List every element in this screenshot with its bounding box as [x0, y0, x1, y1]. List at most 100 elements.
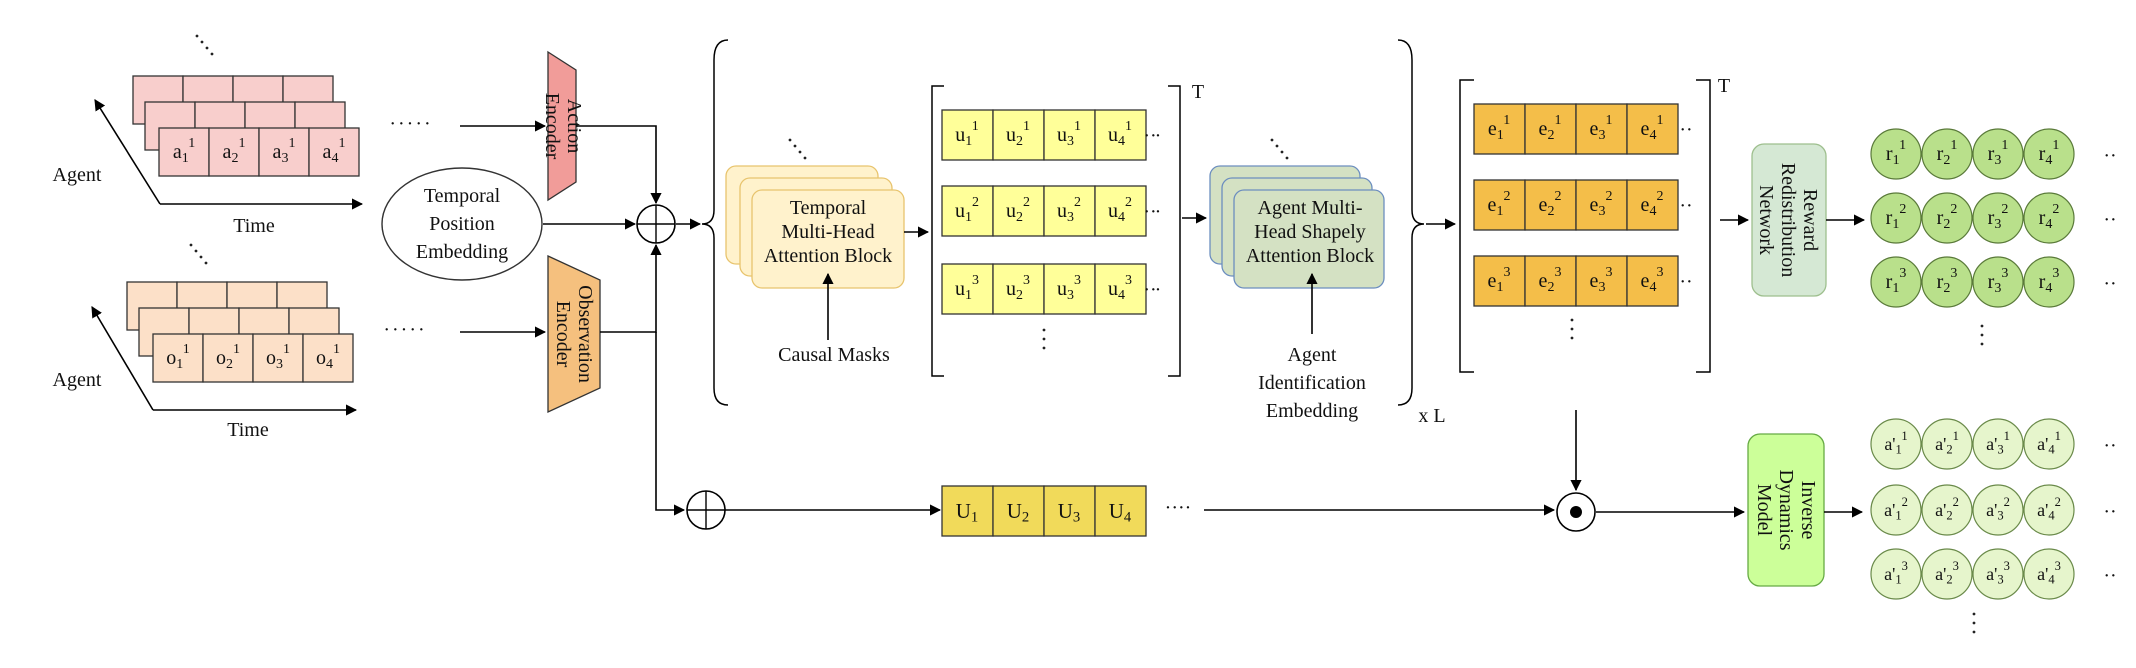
r-circle-r1-c2: [1921, 128, 1973, 180]
repeat-L-label: x L: [1418, 405, 1445, 427]
r-circle-r1-c1: [1870, 128, 1922, 180]
obs-stack-layer2-cell-3: [252, 333, 304, 383]
temporal-block-dots-0: [788, 138, 792, 142]
a-circle-r2-c3: [1972, 484, 2024, 536]
u-label-r3-c4: u43: [1108, 273, 1132, 303]
r-vdots-1: [1980, 333, 1984, 337]
a-label-r1-c2: a'21: [1935, 429, 1959, 457]
agent-id-text-line-3: Embedding: [1266, 400, 1358, 422]
temporal-block-dots-2: [798, 150, 802, 154]
a-label-r3-c2: a'23: [1935, 559, 1959, 587]
u-vdots-2: [1042, 346, 1046, 350]
temporal-position-text-line-2: Position: [429, 213, 495, 235]
obs-to-oplus: [600, 243, 662, 333]
a-label-r2-c3: a'32: [1986, 495, 2010, 523]
temporal-position-embedding: [381, 167, 543, 281]
U-cell-4: [1094, 485, 1147, 537]
a-vdots-1: [1972, 621, 1976, 625]
u-cell-r2-c3: [1043, 185, 1096, 237]
agent-block-text-line-1: Agent Multi-: [1258, 197, 1363, 219]
u-label-r2-c3: u32: [1057, 195, 1081, 225]
obs-stack-dots-1: [194, 249, 198, 253]
r-vdots-0: [1980, 324, 1984, 328]
r-label-r2-c4: r42: [2039, 202, 2060, 232]
agent-id-text-line-1: Agent: [1288, 344, 1337, 366]
r-label-r2-c1: r12: [1886, 202, 1907, 232]
r-row-dots-3: ··: [2103, 273, 2116, 295]
r-circle-r3-c2: [1921, 256, 1973, 308]
u-vdots-0: [1042, 328, 1046, 332]
e-cell-r2-c3: [1575, 179, 1628, 231]
agent-block-dots-1: [1275, 144, 1279, 148]
inverse-model-text-1: Inverse: [1797, 481, 1819, 540]
U-cell-3: [1043, 485, 1096, 537]
temporal-position-text-line-1: Temporal: [424, 185, 501, 207]
u-row-dots-3: ··: [1143, 279, 1156, 301]
obs-stack-dots-3: [204, 261, 208, 265]
u-row-dots-1: ··: [1143, 125, 1156, 147]
e-bracket-right: [1696, 79, 1711, 373]
a-circle-r2-c4: [2023, 484, 2075, 536]
a-label-r1-c4: a'41: [2037, 429, 2061, 457]
agent-block-dots-2: [1280, 150, 1284, 154]
u-label-r1-c2: u21: [1006, 119, 1030, 149]
oplus-main-cross: [637, 205, 675, 243]
action-stack-front-label-4: a41: [323, 136, 346, 166]
u-label-r2-c4: u42: [1108, 195, 1132, 225]
right-brace: [1397, 39, 1425, 406]
e-row-dots-1: ··: [1679, 119, 1692, 141]
observation-encoder: [547, 254, 601, 414]
u-row-dots-2: ··: [1143, 201, 1156, 223]
U-label-3: U3: [1058, 499, 1081, 525]
agent-axis-top: [94, 99, 161, 205]
r-label-r2-c2: r22: [1937, 202, 1958, 232]
r-circle-r3-c3: [1972, 256, 2024, 308]
r-vdots-2: [1980, 342, 1984, 346]
a-circle-r2-c1: [1870, 484, 1922, 536]
r-row-dots-1: ··: [2103, 145, 2116, 167]
causal-masks-label: Causal Masks: [778, 344, 890, 366]
r-circle-r2-c1: [1870, 192, 1922, 244]
agent-block-layer-3: [1233, 189, 1385, 289]
u-label-r1-c1: u11: [955, 119, 978, 149]
oplus-bottom-cross: [687, 491, 725, 529]
agent-block-dots-0: [1270, 138, 1274, 142]
agent-block-text-line-3: Attention Block: [1246, 245, 1374, 267]
r-label-r3-c1: r13: [1886, 266, 1907, 296]
action-stack-layer2-cell-2: [208, 127, 260, 177]
u-cell-r1-c2: [992, 109, 1045, 161]
inverse-model-text-2: Dynamics: [1775, 469, 1797, 550]
obs-stack-front-label-1: o11: [166, 342, 189, 372]
u-label-r1-c4: u41: [1108, 119, 1132, 149]
u-cell-r3-c3: [1043, 263, 1096, 315]
action-to-oplus: [576, 125, 662, 205]
u-row-dot-3: ·: [1155, 279, 1162, 301]
a-circle-r1-c4: [2023, 418, 2075, 470]
r-circle-r2-c2: [1921, 192, 1973, 244]
action-stack-dots-2: [205, 46, 209, 50]
a-circle-r2-c2: [1921, 484, 1973, 536]
reward-network-text-1: Reward: [1799, 189, 1821, 251]
r-label-r3-c4: r43: [2039, 266, 2060, 296]
agent-id-text-line-2: Identification: [1258, 372, 1366, 394]
action-encoder-text-2: Encoder: [541, 93, 563, 160]
e-label-r3-c4: e43: [1641, 265, 1664, 295]
a-label-r1-c3: a'31: [1986, 429, 2010, 457]
agent-axis-bottom: [91, 306, 154, 411]
time-label-bottom: Time: [227, 419, 269, 441]
u-label-r2-c1: u12: [955, 195, 979, 225]
u-vdots-1: [1042, 337, 1046, 341]
u-cell-r3-c1: [941, 263, 994, 315]
action-encoder: [547, 50, 577, 202]
U-cell-1: [941, 485, 994, 537]
temporal-block-text-line-1: Temporal: [790, 197, 867, 219]
a-label-r3-c4: a'43: [2037, 559, 2061, 587]
temporal-block-text-line-2: Multi-Head: [781, 221, 874, 243]
e-label-r3-c1: e13: [1488, 265, 1511, 295]
r-label-r3-c2: r23: [1937, 266, 1958, 296]
e-vdots-0: [1570, 318, 1574, 322]
r-label-r3-c3: r33: [1988, 266, 2009, 296]
e-vdots-2: [1570, 336, 1574, 340]
u-label-r2-c2: u22: [1006, 195, 1030, 225]
